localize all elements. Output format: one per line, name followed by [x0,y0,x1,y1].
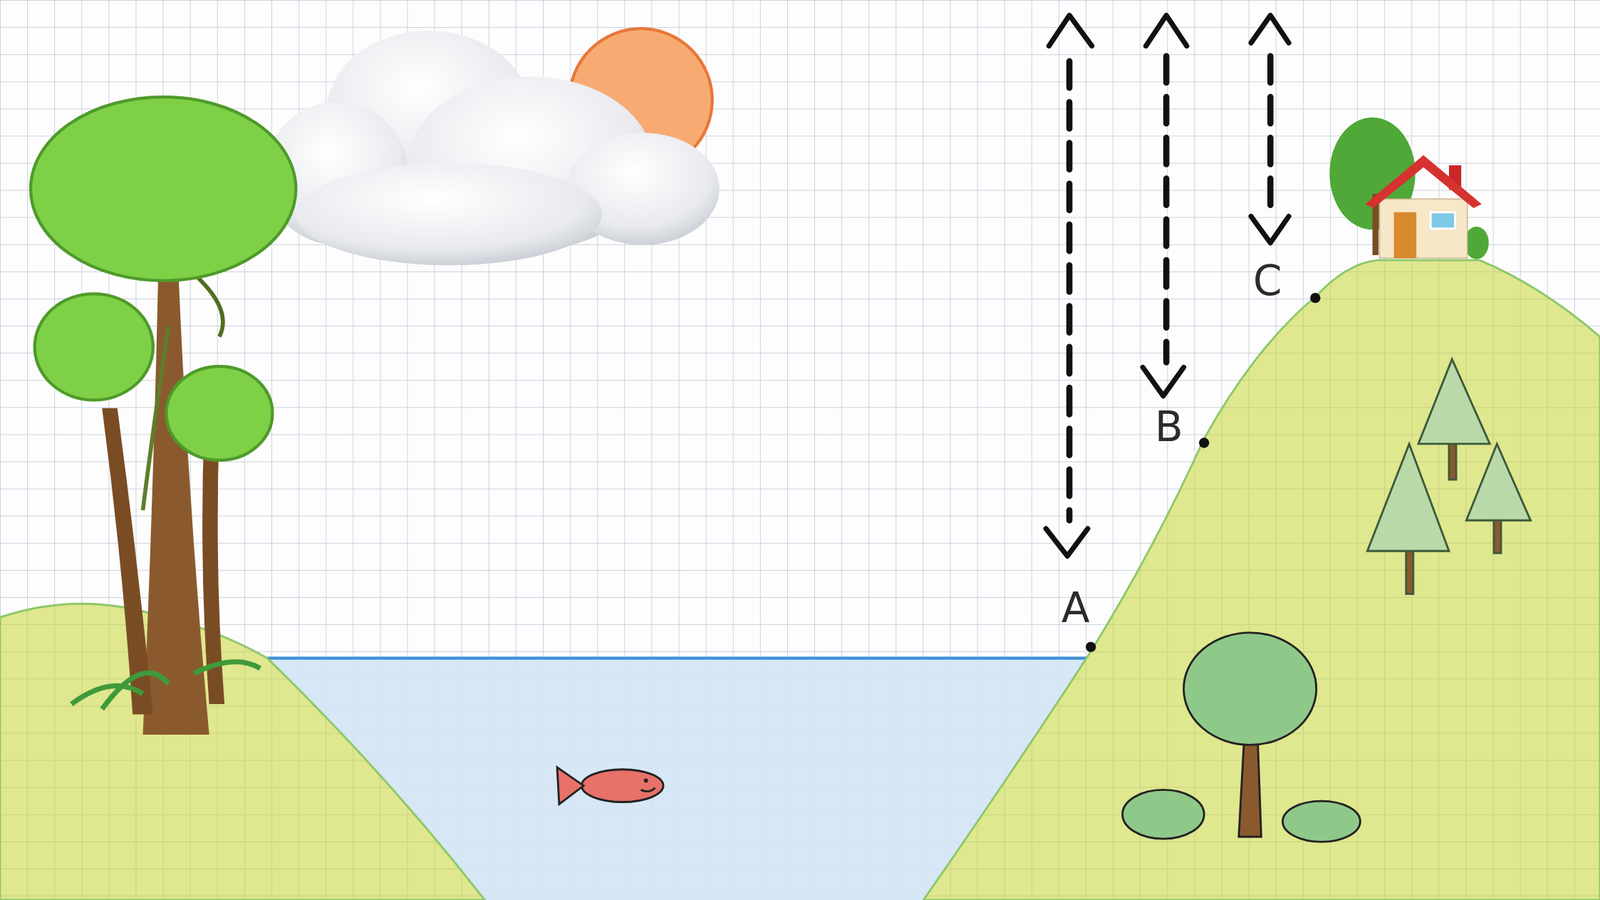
point-label: B [1154,406,1184,448]
jungle-tree [30,96,296,735]
point-dots [1085,292,1321,652]
cloud [265,30,719,266]
leafy-tree [1122,632,1361,843]
fish [557,767,664,805]
point-label: A [1061,586,1090,629]
point-label: C [1253,260,1283,302]
water-surface [267,656,1090,659]
house [1329,117,1489,260]
pine-trees [1367,359,1531,594]
left-hill [0,603,485,900]
right-hill [923,260,1600,900]
height-arrows [1045,14,1289,556]
